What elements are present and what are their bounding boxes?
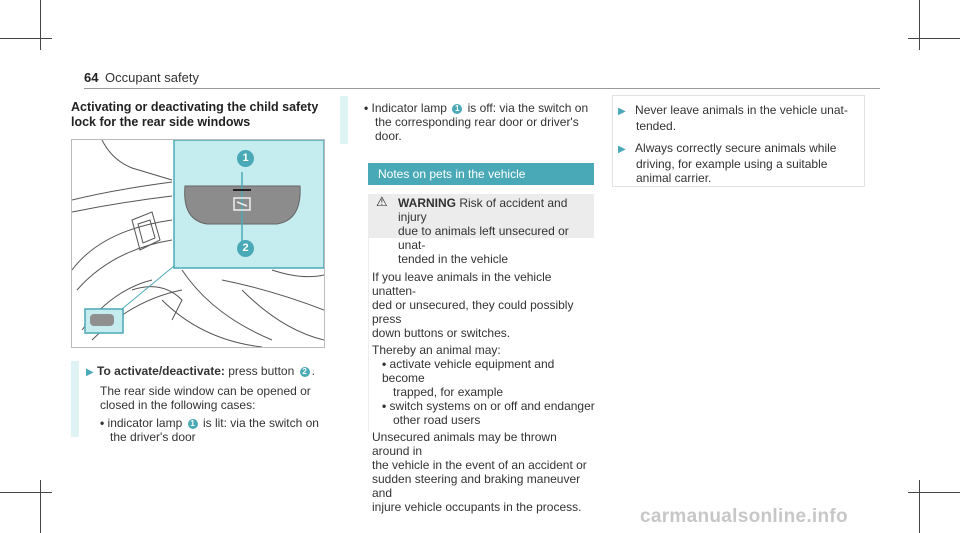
bullet-icon: • — [382, 399, 387, 413]
callout-1-inline: 1 — [452, 104, 463, 114]
bullet-icon: • — [382, 357, 387, 371]
warning-box — [368, 194, 594, 238]
crop-mark — [40, 480, 41, 533]
continuation-block: • Indicator lamp 1 is off: via the switc… — [364, 101, 589, 143]
step-arrow-icon: ▶ — [86, 367, 94, 378]
crop-mark — [919, 0, 920, 50]
watermark: carmanualsonline.info — [640, 506, 848, 527]
crop-mark — [0, 38, 52, 39]
notes-heading: Notes on pets in the vehicle — [368, 163, 594, 185]
section-title: Occupant safety — [105, 70, 199, 85]
page-number: 64 — [84, 70, 99, 85]
crop-mark — [919, 480, 920, 533]
door-panel-drawing — [72, 140, 324, 347]
section-heading: Activating or deactivating the child saf… — [71, 100, 319, 129]
pet-tips: ▶ Never leave animals in the vehicle una… — [618, 103, 848, 185]
door-illustration: 1 2 — [71, 139, 325, 348]
continuation-bar — [340, 96, 348, 144]
header-divider — [84, 88, 880, 89]
crop-mark — [0, 492, 52, 493]
crop-mark — [908, 492, 960, 493]
warning-triangle-icon: ⚠ — [376, 194, 388, 209]
step-arrow-icon: ▶ — [618, 106, 626, 117]
step-arrow-icon: ▶ — [618, 144, 626, 155]
callout-2-inline: 2 — [299, 367, 310, 377]
bullet-icon: • — [364, 101, 369, 115]
warning-content: ⚠ WARNING Risk of accident and injury du… — [372, 194, 595, 515]
callout-1-badge: 1 — [237, 150, 254, 167]
callout-2-badge: 2 — [237, 240, 254, 257]
crop-mark — [908, 38, 960, 39]
pet-tips-box — [612, 95, 865, 187]
warning-body-frame — [368, 238, 595, 432]
crop-mark — [40, 0, 41, 50]
callout-1-inline: 1 — [187, 419, 198, 429]
instruction-bar — [71, 361, 79, 437]
bullet-icon: • — [100, 416, 105, 430]
instruction-block: ▶ To activate/deactivate: press button 2… — [86, 364, 319, 444]
